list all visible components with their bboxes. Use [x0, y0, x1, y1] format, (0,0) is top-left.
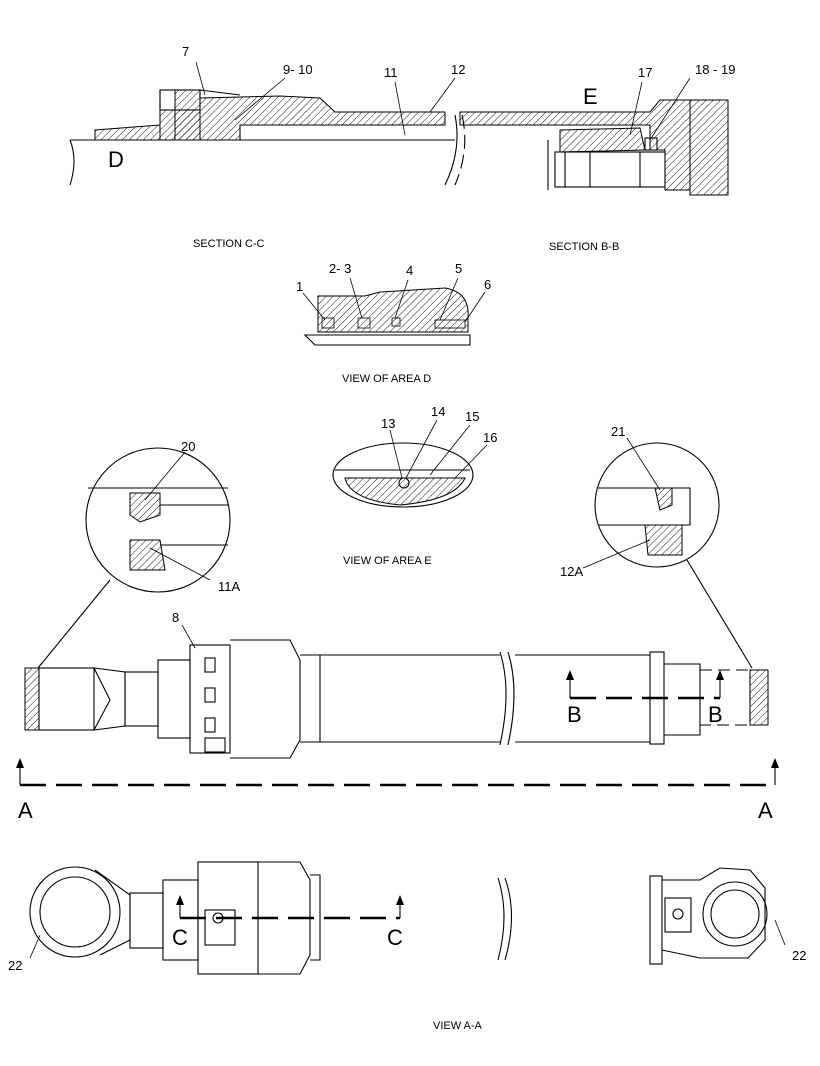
caption-view-aa: VIEW A-A	[433, 1020, 483, 1032]
leader-lines	[29, 61, 786, 959]
callout-1: 1	[296, 279, 303, 294]
callout-6: 6	[484, 277, 491, 292]
callout-22-right: 22	[792, 948, 806, 963]
section-cc-drawing	[69, 89, 466, 186]
marker-c-right: C	[387, 925, 403, 950]
callout-8: 8	[172, 610, 179, 625]
callout-13: 13	[381, 416, 395, 431]
callout-16: 16	[483, 430, 497, 445]
caption-view-area-d: VIEW OF AREA D	[342, 373, 431, 385]
callout-9-10: 9- 10	[283, 62, 313, 77]
marker-b-left: B	[567, 702, 582, 727]
detail-circle-right	[594, 442, 753, 669]
caption-section-bb: SECTION B-B	[549, 241, 619, 253]
callout-22-left: 22	[8, 958, 22, 973]
callout-2-3: 2- 3	[329, 261, 351, 276]
callout-4: 4	[406, 263, 413, 278]
marker-c-left: C	[172, 925, 188, 950]
marker-a-right: A	[758, 798, 773, 823]
callout-17: 17	[638, 65, 652, 80]
caption-section-cc: SECTION C-C	[193, 238, 265, 250]
callout-11: 11	[384, 65, 398, 80]
caption-view-area-e: VIEW OF AREA E	[343, 555, 432, 567]
callout-7: 7	[182, 44, 189, 59]
cylinder-side-view	[24, 639, 769, 759]
area-d-detail	[303, 287, 471, 346]
callout-14: 14	[431, 404, 445, 419]
marker-b-right: B	[708, 702, 723, 727]
marker-d: D	[108, 147, 124, 172]
callout-12a: 12A	[560, 564, 583, 579]
marker-e: E	[583, 84, 598, 109]
marker-a-left: A	[18, 798, 33, 823]
callout-18-19: 18 - 19	[695, 62, 735, 77]
callout-11a: 11A	[218, 579, 240, 594]
callout-15: 15	[465, 409, 479, 424]
area-e-detail	[332, 442, 474, 508]
callout-12: 12	[451, 62, 465, 77]
callout-5: 5	[455, 261, 462, 276]
cut-line-bb	[566, 670, 724, 700]
view-aa-drawing	[29, 861, 768, 975]
callout-20: 20	[181, 439, 195, 454]
section-bb-drawing	[459, 99, 729, 196]
callout-21: 21	[611, 424, 625, 439]
detail-circle-left	[37, 447, 231, 669]
cut-line-aa	[16, 758, 779, 787]
